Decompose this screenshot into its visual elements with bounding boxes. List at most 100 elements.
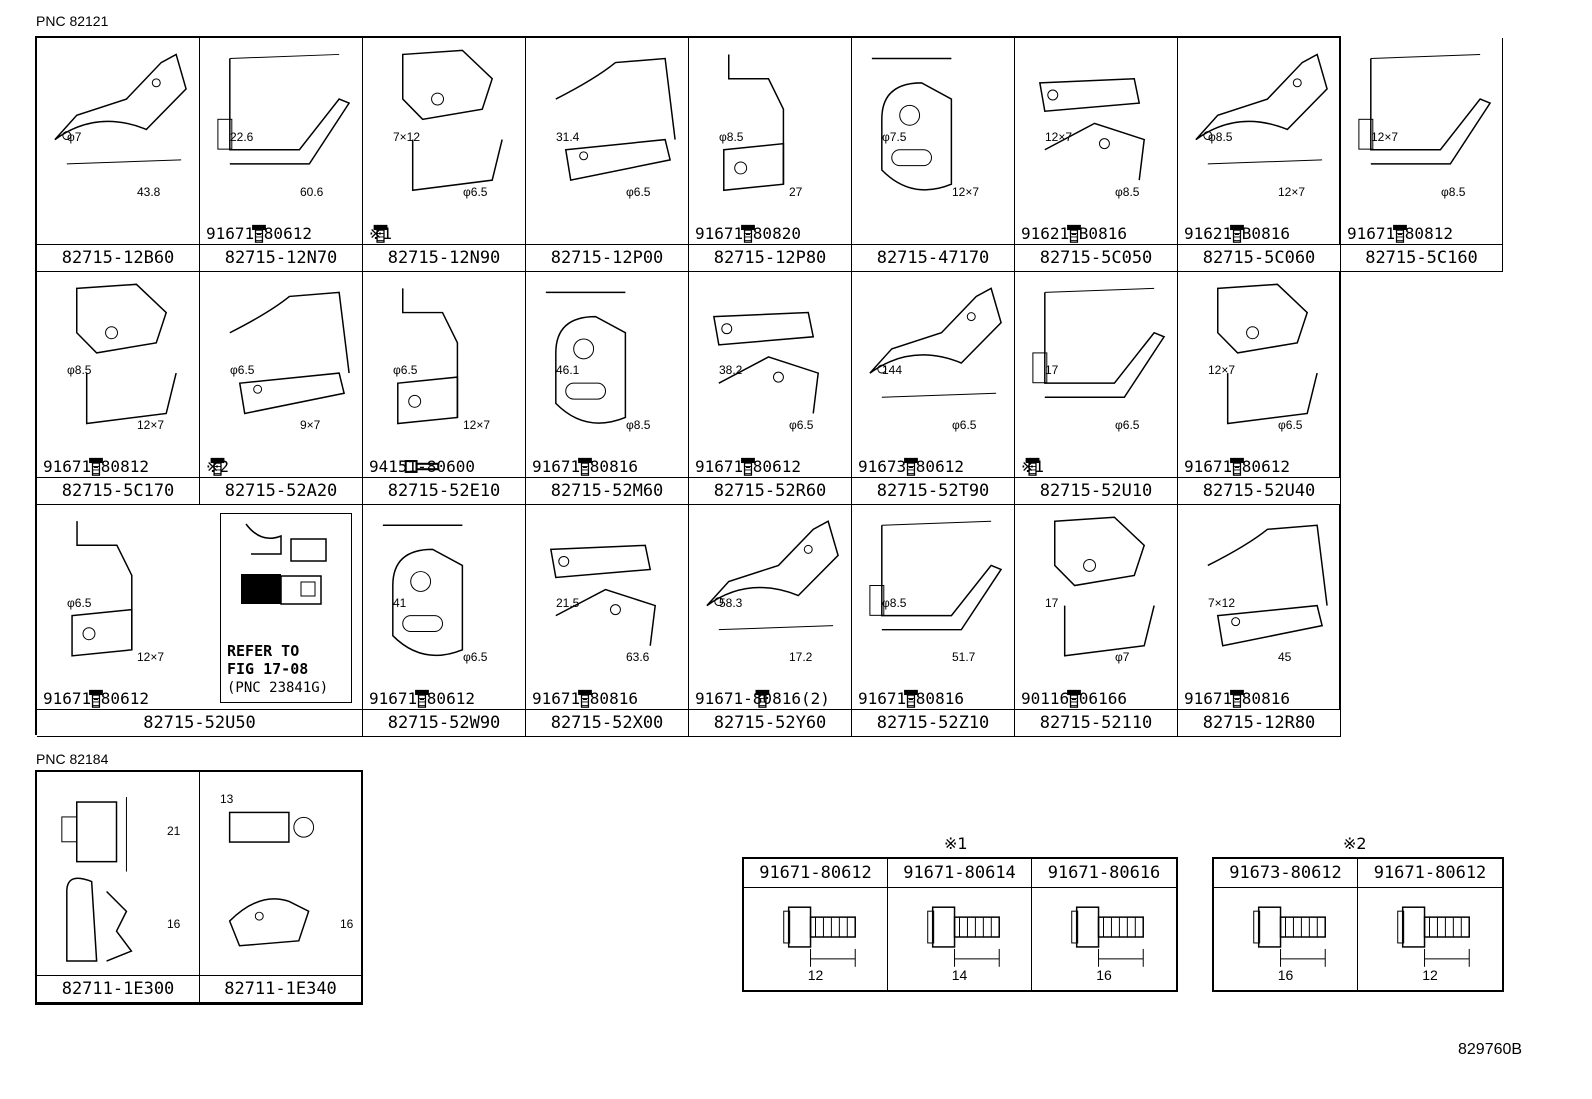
part-number[interactable]: 82715-52A20: [200, 477, 362, 504]
clip-cell[interactable]: 13 16 82711-1E340: [200, 772, 362, 1003]
bolt-length: 16: [1096, 967, 1112, 983]
part-number[interactable]: 82715-52R60: [689, 477, 851, 504]
bolt-callout: 91621-B0816: [1021, 224, 1127, 243]
part-number[interactable]: 82715-52X00: [526, 709, 688, 736]
bolt-icon: [89, 457, 103, 476]
dimension-label: 27: [789, 184, 803, 199]
dimension-label: φ6.5: [952, 418, 977, 433]
part-number[interactable]: 82715-5C050: [1015, 244, 1177, 271]
part-number[interactable]: 82715-52Z10: [852, 709, 1014, 736]
part-drawing: [402, 49, 503, 192]
bolt-part-number[interactable]: 91673-80612: [1214, 859, 1357, 888]
part-number[interactable]: 82715-52M60: [526, 477, 688, 504]
bolt-callout: 91671-80812: [43, 457, 149, 476]
part-drawing: [871, 57, 953, 191]
bolt-part-number[interactable]: 91671-80616: [1032, 859, 1176, 888]
part-number[interactable]: 82715-12R80: [1178, 709, 1340, 736]
part-number[interactable]: 82715-52W90: [363, 709, 525, 736]
refer-line-3: (PNC 23841G): [227, 680, 329, 696]
dimension-label: 16: [340, 917, 354, 931]
part-drawing: [712, 311, 820, 414]
part-number[interactable]: 82715-12N70: [200, 244, 362, 271]
dimension-label: 13: [220, 792, 234, 806]
part-number[interactable]: 82715-52E10: [363, 477, 525, 504]
part-number[interactable]: 82715-52T90: [852, 477, 1014, 504]
bolt-icon: [578, 457, 592, 476]
part-number[interactable]: 82711-1E340: [200, 975, 361, 1002]
part-number[interactable]: 82715-52U50: [37, 709, 362, 736]
dimension-label: φ6.5: [230, 363, 255, 378]
part-number[interactable]: 82715-52Y60: [689, 709, 851, 736]
bolt-length: 14: [951, 967, 968, 983]
part-number[interactable]: 82715-12N90: [363, 244, 525, 271]
part-drawing: [382, 524, 464, 657]
refer-line-2[interactable]: FIG 17-08: [227, 660, 309, 678]
dimension-label: 63.6: [626, 650, 650, 665]
bolt-part-number[interactable]: 91671-80612: [1358, 859, 1502, 888]
dimension-label: 12×7: [952, 184, 980, 199]
part-number[interactable]: 82715-12P80: [689, 244, 851, 271]
part-number[interactable]: 82715-52U10: [1015, 477, 1177, 504]
bolt-callout: 91671-80612: [695, 457, 801, 476]
dimension-label: 12×7: [1278, 184, 1306, 199]
bolt-icon: [741, 457, 755, 476]
part-number[interactable]: 82715-5C160: [1341, 244, 1502, 271]
bolt-part-number[interactable]: 91671-80614: [888, 859, 1031, 888]
part-number[interactable]: 82715-52110: [1015, 709, 1177, 736]
bolt-callout: 91671-80612: [369, 689, 475, 708]
part-drawing: [76, 283, 177, 425]
bolt-part-number[interactable]: 91671-80612: [744, 859, 887, 888]
part-number[interactable]: 82715-5C060: [1178, 244, 1340, 271]
pnc-label-bottom: PNC 82184: [36, 751, 109, 767]
dimension-label: 21.5: [556, 595, 580, 610]
bolt-callout: 91671-80612: [206, 224, 312, 243]
bolt-column[interactable]: 91671-80616 16: [1032, 859, 1176, 990]
part-number[interactable]: 82715-52U40: [1178, 477, 1340, 504]
dimension-label: 7×12: [393, 129, 421, 144]
part-number[interactable]: 82715-12P00: [526, 244, 688, 271]
part-number[interactable]: 82715-5C170: [37, 477, 199, 504]
bolt-icon: [373, 224, 388, 243]
part-drawing: [1358, 53, 1492, 165]
dimension-label: φ6.5: [393, 363, 418, 378]
part-number[interactable]: 82715-12B60: [37, 244, 199, 271]
part-number[interactable]: 82711-1E300: [37, 975, 199, 1002]
part-cell[interactable]: φ7.5 12×7 82715-47170: [852, 38, 1015, 272]
bolt-callout: 91673-80612: [858, 457, 964, 476]
bolt-icon: [755, 689, 770, 708]
part-number[interactable]: 82715-47170: [852, 244, 1014, 271]
bolt-column[interactable]: 91671-80614 14: [888, 859, 1032, 990]
dimension-label: φ7.5: [882, 129, 907, 144]
bolt-icon: [1067, 689, 1081, 708]
bolt-icon: [904, 689, 918, 708]
